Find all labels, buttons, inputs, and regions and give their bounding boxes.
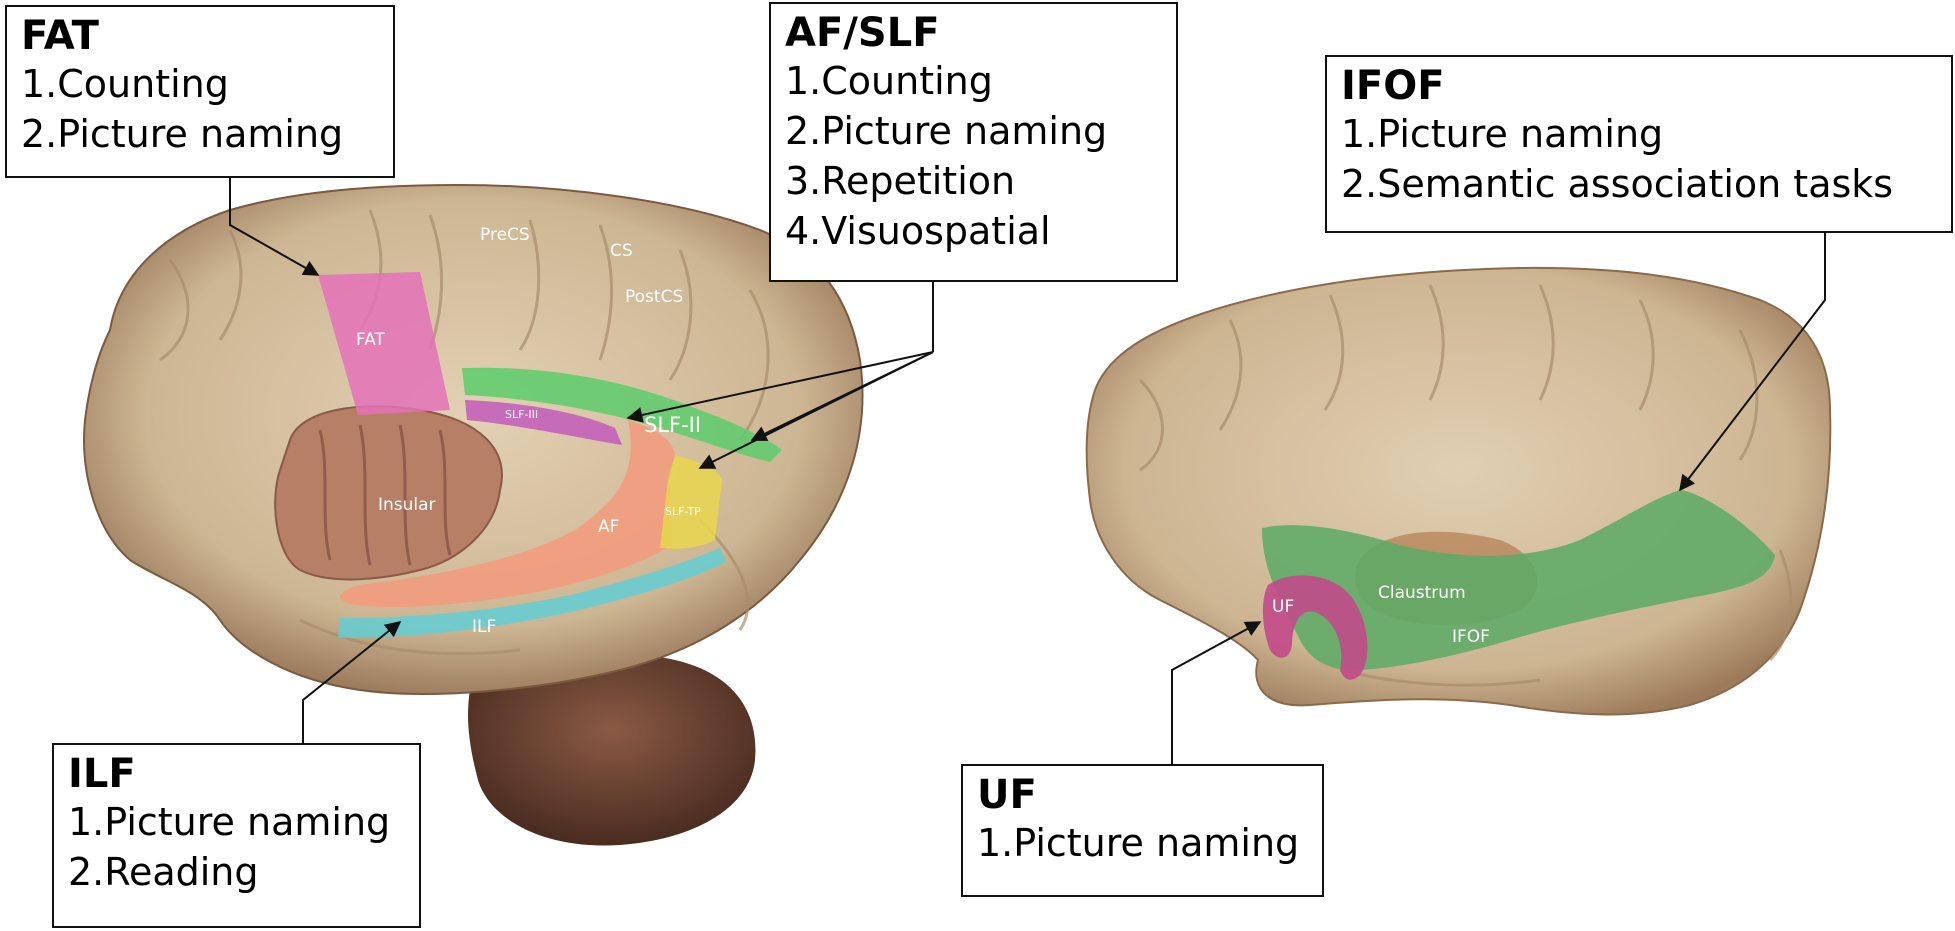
label-slf-tp: SLF-TP bbox=[665, 505, 701, 518]
af-slf-arrow-slf-ii bbox=[626, 351, 934, 423]
ilf-box-title: ILF bbox=[68, 751, 136, 797]
ifof-box-item-1: 1.Picture naming bbox=[1341, 112, 1664, 156]
fat-box-title: FAT bbox=[21, 13, 99, 59]
uf-box-item-1: 1.Picture naming bbox=[977, 821, 1300, 865]
label-slf-ii: SLF-II bbox=[644, 413, 701, 437]
uf-region bbox=[1262, 575, 1368, 680]
label-uf: UF bbox=[1272, 597, 1294, 617]
right-sulci bbox=[1138, 284, 1793, 687]
af-slf-box: AF/SLF 1.Counting 2.Picture naming 3.Rep… bbox=[769, 2, 1178, 282]
slf-iii-region bbox=[465, 400, 622, 445]
label-claustrum: Claustrum bbox=[1378, 583, 1466, 603]
af-slf-box-title: AF/SLF bbox=[785, 10, 940, 56]
left-tracts bbox=[318, 272, 782, 638]
slf-ii-region bbox=[462, 367, 782, 462]
fat-connector bbox=[229, 175, 320, 276]
uf-box-title: UF bbox=[977, 772, 1037, 818]
fat-box-item-2: 2.Picture naming bbox=[21, 112, 344, 156]
slf-tp-region bbox=[660, 455, 722, 549]
label-slf-iii: SLF-III bbox=[505, 408, 538, 421]
ilf-box: ILF 1.Picture naming 2.Reading bbox=[52, 743, 421, 928]
label-precs: PreCS bbox=[480, 225, 530, 245]
label-af: AF bbox=[598, 517, 619, 537]
ilf-box-item-1: 1.Picture naming bbox=[68, 800, 391, 844]
fat-region bbox=[318, 272, 450, 415]
fat-box-item-1: 1.Counting bbox=[21, 62, 229, 106]
label-cs: CS bbox=[610, 241, 633, 261]
af-slf-box-item-3: 3.Repetition bbox=[785, 159, 1016, 203]
label-postcs: PostCS bbox=[625, 287, 683, 307]
connectors bbox=[229, 175, 1826, 765]
insula-gyri bbox=[318, 424, 452, 566]
ifof-box-item-2: 2.Semantic association tasks bbox=[1341, 162, 1894, 206]
uf-box: UF 1.Picture naming bbox=[961, 764, 1324, 897]
ifof-box: IFOF 1.Picture naming 2.Semantic associa… bbox=[1325, 55, 1953, 233]
ilf-connector bbox=[302, 620, 402, 743]
ilf-box-item-2: 2.Reading bbox=[68, 850, 259, 894]
ifof-region bbox=[1262, 490, 1775, 671]
label-fat: FAT bbox=[356, 330, 386, 350]
fat-box: FAT 1.Counting 2.Picture naming bbox=[5, 5, 395, 178]
af-slf-box-item-2: 2.Picture naming bbox=[785, 109, 1108, 153]
right-brain-labels: Claustrum UF IFOF bbox=[1272, 583, 1490, 647]
label-ifof: IFOF bbox=[1452, 627, 1490, 647]
af-slf-box-item-4: 4.Visuospatial bbox=[785, 209, 1051, 253]
af-slf-box-item-1: 1.Counting bbox=[785, 59, 993, 103]
label-insular: Insular bbox=[378, 495, 436, 515]
af-slf-arrow-slf-tp bbox=[698, 351, 934, 469]
right-tracts bbox=[1262, 490, 1775, 680]
ifof-connector bbox=[1679, 232, 1826, 492]
left-brain-labels: PreCS CS PostCS FAT SLF-III SLF-II Insul… bbox=[356, 225, 701, 637]
ifof-box-title: IFOF bbox=[1341, 63, 1445, 109]
af-region bbox=[340, 420, 676, 607]
uf-connector bbox=[1171, 621, 1262, 765]
ilf-region bbox=[338, 548, 726, 638]
label-ilf: ILF bbox=[472, 617, 496, 637]
cerebellum bbox=[467, 653, 756, 846]
